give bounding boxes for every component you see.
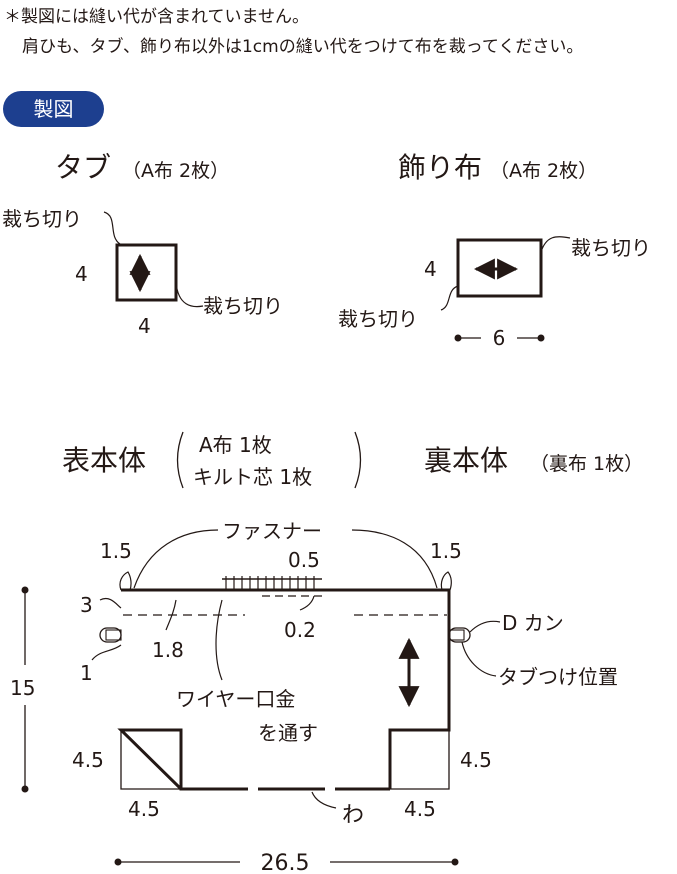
width-dim-right-dot — [451, 858, 459, 866]
tab-cut-label-top: 裁ち切り — [2, 207, 82, 231]
left-tab-icon — [105, 629, 122, 641]
wire-label-line2: を通す — [258, 721, 318, 745]
deco-cut-label-right: 裁ち切り — [571, 236, 651, 260]
wire-leader — [215, 599, 223, 681]
tab-spec: （A布 2枚） — [122, 160, 229, 182]
inner-title: 裏本体 — [424, 444, 508, 477]
lining-corner-right — [390, 730, 450, 790]
inner-gap-label: 0.2 — [284, 618, 316, 642]
outer-spec-line2: キルト芯 1枚 — [193, 465, 312, 489]
deco-cut-leader-right — [540, 236, 571, 253]
tab-width-label: 4 — [138, 314, 151, 338]
zipper-label: ファスナー — [222, 519, 322, 543]
outer-spec-paren-left — [176, 431, 184, 489]
tab-position-label: タブつけ位置 — [498, 665, 618, 689]
section-badge: 製図 — [3, 91, 104, 127]
tab-height-label: 4 — [75, 262, 88, 286]
wire-label-line1: ワイヤー口金 — [176, 687, 295, 711]
lining-corner-left — [120, 730, 181, 790]
deco-dim-right-dot — [537, 334, 545, 342]
top-band-leader — [99, 597, 122, 609]
tab-cut-leader-top — [103, 211, 121, 245]
left-corner-tick — [119, 571, 132, 591]
left-top-label: 1.5 — [100, 539, 132, 563]
right-corner-tick — [440, 571, 452, 591]
inner-spec: （裏布 1枚） — [530, 453, 643, 475]
height-dim-bottom-dot — [21, 785, 29, 793]
outer-spec-line1: A布 1枚 — [199, 433, 272, 457]
inner-gap-leader — [299, 595, 315, 611]
d-ring-leader — [469, 620, 501, 633]
deco-height-label: 4 — [424, 257, 437, 281]
tab-position-leader — [461, 641, 497, 677]
corner-right-height-label: 4.5 — [460, 748, 492, 772]
dash-gap-leader — [165, 599, 177, 631]
corner-left-height-label: 4.5 — [72, 748, 104, 772]
tab-piece — [115, 243, 178, 302]
corner-left-width-label: 4.5 — [128, 797, 160, 821]
d-ring-label: D カン — [502, 611, 564, 635]
deco-width-label: 6 — [493, 326, 506, 350]
side-one-label: 1 — [80, 661, 93, 685]
fold-leader — [311, 791, 337, 809]
side-one-leader — [91, 644, 122, 661]
tab-cut-label-bottom: 裁ち切り — [203, 294, 283, 318]
dash-gap-label: 1.8 — [152, 638, 184, 662]
width-label: 26.5 — [261, 851, 310, 874]
outer-title: 表本体 — [62, 444, 146, 477]
deco-piece — [456, 238, 543, 298]
deco-title: 飾り布 — [398, 151, 482, 184]
zipper-teeth — [225, 576, 315, 590]
top-band-label: 3 — [80, 593, 93, 617]
outer-spec-paren-right — [354, 431, 362, 489]
zipper-leader-right — [351, 529, 438, 589]
note-seam-allowance: ＊製図には縫い代が含まれていません。 — [4, 7, 309, 27]
zip-gap-label: 0.5 — [288, 548, 320, 572]
note-cutting-instructions: 肩ひも、タブ、飾り布以外は1cmの縫い代をつけて布を裁ってください。 — [22, 37, 584, 57]
tab-cut-leader-bottom — [175, 281, 204, 308]
height-label: 15 — [10, 676, 35, 700]
tab-title: タブ — [55, 151, 111, 184]
deco-spec: （A布 2枚） — [490, 160, 597, 182]
deco-cut-leader-left — [440, 285, 459, 311]
zipper-leader-left — [133, 529, 219, 589]
right-top-label: 1.5 — [430, 539, 462, 563]
right-tab-icon — [448, 629, 465, 641]
corner-right-width-label: 4.5 — [404, 797, 436, 821]
deco-cut-label-left: 裁ち切り — [338, 307, 418, 331]
fold-label: わ — [342, 803, 364, 828]
